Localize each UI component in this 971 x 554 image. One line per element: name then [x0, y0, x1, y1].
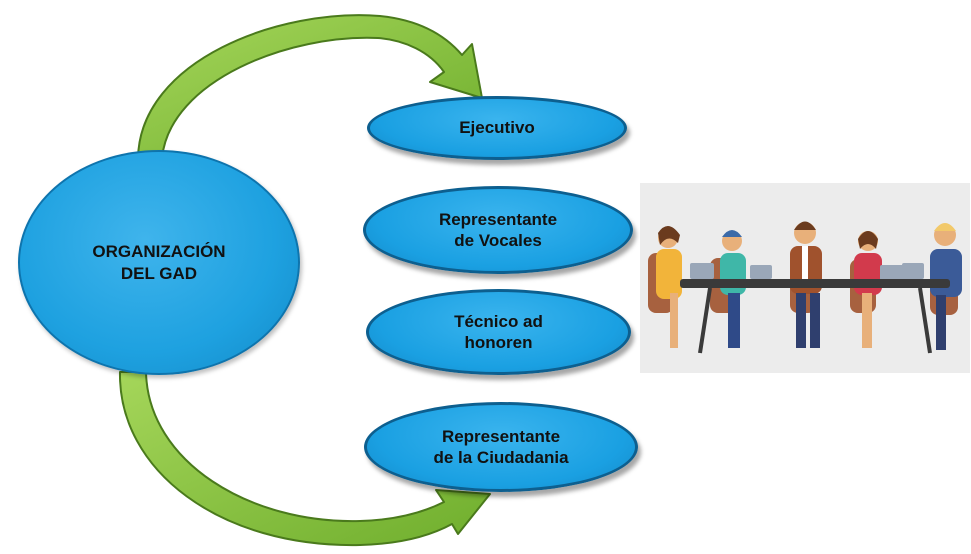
node-representante-ciudadania: Representante de la Ciudadania — [364, 402, 638, 492]
top-curved-arrow — [137, 14, 483, 159]
node-ejecutivo-label: Ejecutivo — [459, 118, 535, 138]
node-representante-vocales-label: Representante de Vocales — [438, 209, 558, 250]
node-tecnico-ad-honoren: Técnico ad honoren — [366, 289, 631, 375]
node-ejecutivo: Ejecutivo — [367, 96, 627, 160]
node-representante-vocales: Representante de Vocales — [363, 186, 633, 274]
node-representante-ciudadania-label: Representante de la Ciudadania — [433, 426, 569, 467]
node-tecnico-ad-honoren-label: Técnico ad honoren — [454, 311, 543, 352]
main-node-organizacion: ORGANIZACIÓN DEL GAD — [18, 150, 300, 375]
team-meeting-icon — [640, 183, 970, 373]
team-meeting-illustration — [640, 183, 970, 373]
main-node-label: ORGANIZACIÓN DEL GAD — [92, 242, 226, 283]
bottom-curved-arrow — [118, 371, 491, 547]
